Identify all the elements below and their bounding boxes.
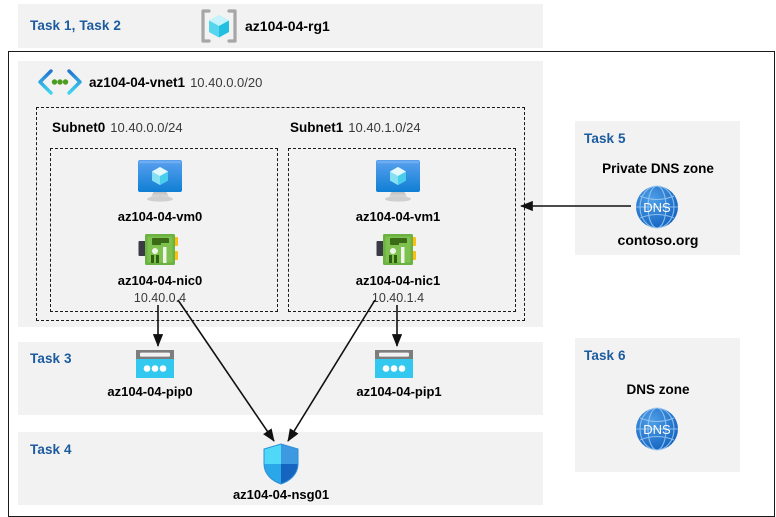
pip1-name: az104-04-pip1 bbox=[356, 384, 442, 399]
subnet1-header: Subnet1 10.40.1.0/24 bbox=[290, 120, 421, 135]
task-label-5: Task 5 bbox=[584, 131, 626, 146]
nic0-name: az104-04-nic0 bbox=[117, 273, 203, 288]
resource-group-band bbox=[18, 4, 543, 48]
dns-zone-icon: DNS bbox=[634, 184, 680, 230]
nsg-name: az104-04-nsg01 bbox=[232, 487, 330, 502]
dns-zone-icon: DNS bbox=[634, 406, 680, 452]
subnet1-dashed-box bbox=[288, 148, 516, 312]
resource-group-name: az104-04-rg1 bbox=[245, 18, 330, 34]
resource-group-icon bbox=[200, 8, 238, 44]
subnet0-cidr: 10.40.0.0/24 bbox=[110, 120, 183, 135]
virtual-network-icon bbox=[36, 68, 84, 96]
network-interface-icon bbox=[376, 231, 420, 269]
nic0-ip: 10.40.0.4 bbox=[133, 291, 187, 305]
vnet-address-space: 10.40.0.0/20 bbox=[190, 75, 263, 90]
public-ip-address-icon bbox=[375, 350, 413, 380]
task-label-3: Task 3 bbox=[30, 351, 72, 366]
subnet0-header: Subnet0 10.40.0.0/24 bbox=[52, 120, 183, 135]
subnet0-dashed-box bbox=[50, 148, 278, 312]
vnet-name: az104-04-vnet1 bbox=[89, 75, 186, 90]
virtual-machine-icon bbox=[372, 158, 424, 204]
task3-panel bbox=[18, 342, 543, 415]
virtual-machine-icon bbox=[134, 158, 186, 204]
public-ip-address-icon bbox=[136, 350, 174, 380]
private-dns-zone-title: Private DNS zone bbox=[602, 161, 714, 176]
vm1-name: az104-04-vm1 bbox=[355, 209, 441, 224]
nic1-name: az104-04-nic1 bbox=[355, 273, 441, 288]
subnet1-cidr: 10.40.1.0/24 bbox=[348, 120, 421, 135]
dns-zone-title: DNS zone bbox=[626, 382, 690, 397]
vnet-inner-panel bbox=[18, 61, 543, 327]
task-label-4: Task 4 bbox=[30, 442, 72, 457]
task-label-6: Task 6 bbox=[584, 348, 626, 363]
nic1-ip: 10.40.1.4 bbox=[371, 291, 425, 305]
subnet1-label: Subnet1 bbox=[290, 120, 344, 135]
vnet-header: az104-04-vnet1 10.40.0.0/20 bbox=[89, 75, 262, 90]
svg-text:DNS: DNS bbox=[643, 422, 671, 437]
private-dns-zone-name: contoso.org bbox=[617, 232, 699, 248]
svg-text:DNS: DNS bbox=[643, 200, 671, 215]
task-label-1-2: Task 1, Task 2 bbox=[30, 18, 121, 33]
network-security-group-icon bbox=[262, 443, 300, 485]
subnet0-label: Subnet0 bbox=[52, 120, 106, 135]
vm0-name: az104-04-vm0 bbox=[117, 209, 203, 224]
pip0-name: az104-04-pip0 bbox=[107, 384, 193, 399]
subnets-outer-dashed bbox=[36, 107, 525, 321]
network-interface-icon bbox=[138, 231, 182, 269]
